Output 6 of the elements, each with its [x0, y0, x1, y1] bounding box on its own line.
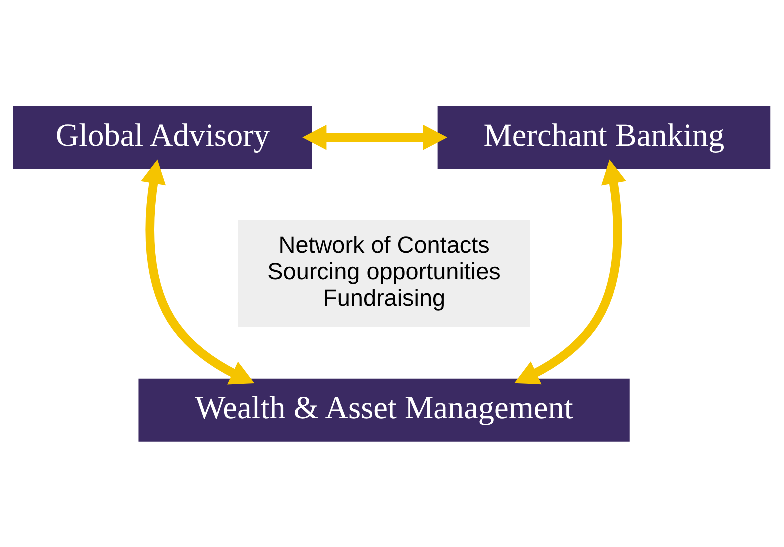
- arrow: [302, 124, 448, 150]
- node-box: Merchant Banking: [438, 106, 771, 169]
- arrow: [514, 159, 626, 384]
- node-box: Global Advisory: [13, 106, 312, 169]
- arrow: [141, 159, 255, 384]
- node-box: Wealth & Asset Management: [138, 378, 630, 442]
